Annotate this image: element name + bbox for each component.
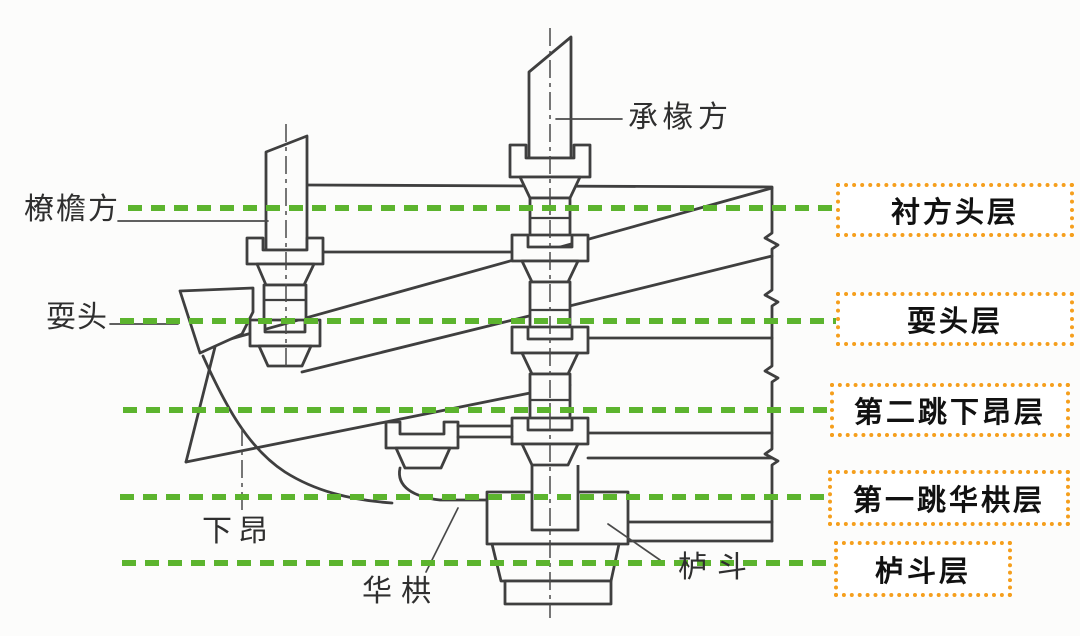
right-break-edge bbox=[763, 186, 780, 543]
layer-box-diyi-tiao-huagong-ceng: 第一跳华栱层 bbox=[828, 470, 1070, 526]
leader-ludou bbox=[607, 523, 661, 561]
ang-beak-face bbox=[184, 341, 218, 464]
label-xiaang: 下昂 bbox=[202, 515, 274, 548]
layer-box-ludouceng: 栌斗层 bbox=[834, 541, 1012, 597]
left-column-stack bbox=[245, 134, 325, 368]
huagong-arm bbox=[384, 420, 460, 470]
beams-and-diagonals bbox=[184, 183, 780, 543]
ang-top-edge bbox=[214, 186, 774, 345]
label-ludou: 栌斗 bbox=[678, 551, 756, 584]
label-chengchuanfang: 承椽方 bbox=[628, 101, 733, 134]
central-shaft-into-notch bbox=[530, 465, 580, 532]
label-liaoyanfang: 橑檐方 bbox=[24, 193, 120, 226]
layer-box-dier-tiao-xiaang-ceng: 第二跳下昂层 bbox=[830, 383, 1070, 437]
label-shuatou: 耍头 bbox=[46, 301, 108, 334]
label-huagong: 华栱 bbox=[362, 575, 440, 608]
layer-box-shuatouceng: 耍头层 bbox=[836, 292, 1074, 346]
ang-bottom-edge bbox=[184, 383, 572, 464]
huagong-connectors bbox=[398, 424, 514, 502]
ang-underside-curve bbox=[201, 354, 394, 505]
layer-box-chenfangtouceng: 衬方头层 bbox=[836, 183, 1074, 237]
layer-datum-lines bbox=[120, 205, 836, 566]
